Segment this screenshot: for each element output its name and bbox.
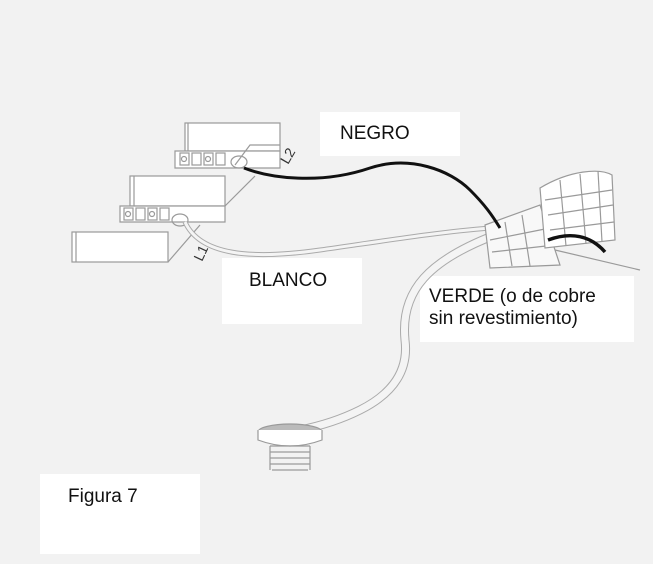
ground-wire-label: VERDE (o de cobre sin revestimiento) — [427, 286, 598, 330]
ground-wire-label-line2: sin revestimiento) — [429, 308, 578, 329]
verde-label-box — [420, 276, 634, 342]
terminal-block-upper — [174, 122, 281, 169]
terminal-label-l2: L2 — [277, 145, 299, 167]
terminal-block-middle — [119, 175, 256, 223]
blanco-label-box — [222, 258, 362, 324]
wire-connector — [484, 204, 561, 269]
black-wire — [243, 161, 502, 229]
black-wire-out — [547, 234, 607, 254]
outlet-box — [539, 170, 641, 271]
figure-label-box — [40, 474, 200, 554]
terminal-block-lower — [71, 213, 201, 263]
ground-wire — [299, 230, 497, 435]
black-wire-label: NEGRO — [340, 123, 410, 144]
figure-caption: Figura 7 — [68, 486, 138, 507]
white-wire-label: BLANCO — [249, 270, 328, 291]
ground-screw — [257, 423, 323, 471]
ground-wire-label-line1: VERDE (o de cobre — [429, 286, 596, 307]
terminal-label-l1: L1 — [190, 242, 211, 263]
white-wire — [182, 220, 491, 258]
negro-label-box — [320, 112, 460, 156]
